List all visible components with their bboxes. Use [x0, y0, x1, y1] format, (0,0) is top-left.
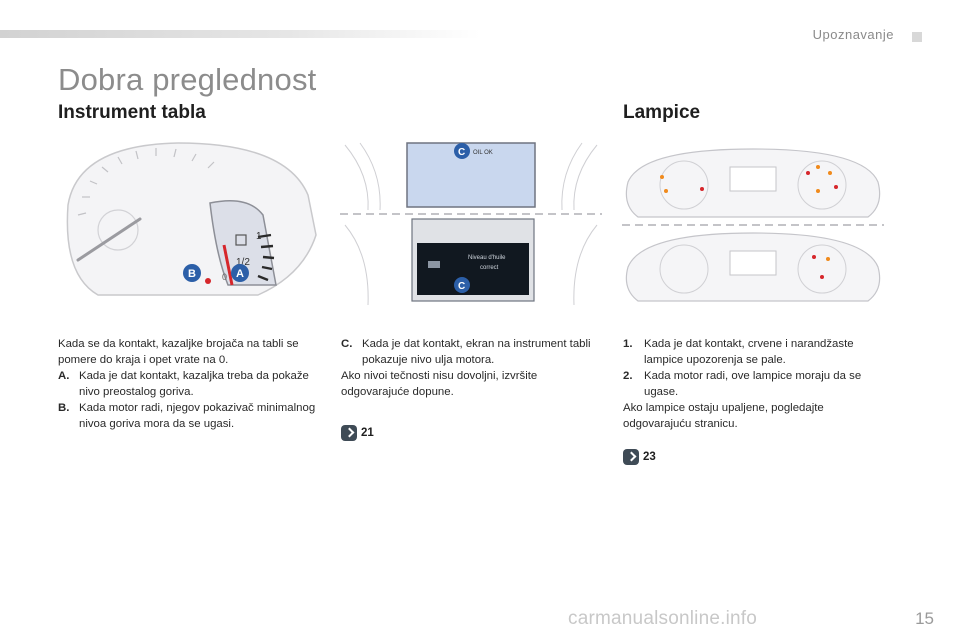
- instrument-panel-intro: Kada se da kontakt, kazaljke brojača na …: [58, 338, 299, 366]
- oil-level-text: C. Kada je dat kontakt, ekran na instrum…: [341, 336, 603, 400]
- list-item: A. Kada je dat kontakt, kazaljka treba d…: [58, 370, 309, 398]
- callout-a: A: [236, 268, 244, 280]
- callout-b: B: [188, 268, 196, 280]
- fuel-pump-icon: [235, 234, 247, 246]
- oil-level-screens-illustration: C OIL OK Niveau d'huile correct C: [340, 142, 602, 306]
- page-ref-link-23[interactable]: 23: [623, 449, 656, 465]
- list-item: 2. Kada motor radi, ove lampice moraju d…: [623, 370, 862, 398]
- list-item: 1. Kada je dat kontakt, crvene i narandž…: [623, 338, 854, 366]
- section-tab[interactable]: Upoznavanje: [812, 27, 894, 42]
- gauge-mark-half: 1/2: [236, 257, 250, 268]
- page-title: Dobra preglednost: [58, 62, 317, 97]
- screen-top-text: OIL OK: [473, 150, 493, 156]
- list-item: C. Kada je dat kontakt, ekran na instrum…: [341, 338, 591, 366]
- page-number: 15: [915, 609, 934, 628]
- heading-instrument-panel: Instrument tabla: [58, 102, 206, 123]
- heading-warning-lamps: Lampice: [623, 102, 701, 123]
- page-ref-number: 21: [361, 427, 374, 439]
- warning-lamps-text: 1. Kada je dat kontakt, crvene i narandž…: [623, 336, 893, 432]
- gauge-mark-one: 1: [256, 231, 262, 242]
- gauge-mark-zero: 0: [222, 272, 227, 282]
- page-ref-link-21[interactable]: 21: [341, 425, 374, 441]
- page-ref-number: 23: [643, 451, 656, 463]
- fuel-gauge-illustration: 1 1/2 0 B A: [66, 142, 317, 296]
- oil-can-icon: [428, 261, 440, 268]
- oil-level-note: Ako nivoi tečnosti nisu dovoljni, izvrši…: [341, 370, 538, 398]
- screen-bottom-text-line1: Niveau d'huile: [468, 255, 506, 261]
- watermark: carmanualsonline.info: [568, 608, 758, 629]
- section-marker: [912, 32, 922, 42]
- arrow-right-icon: [623, 449, 639, 465]
- screen-bottom-text-line2: correct: [480, 265, 499, 271]
- warning-lamps-note: Ako lampice ostaju upaljene, pogledajte …: [623, 402, 824, 430]
- instrument-panel-text: Kada se da kontakt, kazaljke brojača na …: [58, 336, 328, 432]
- list-item: B. Kada motor radi, njegov pokazivač min…: [58, 402, 316, 430]
- arrow-right-icon: [341, 425, 357, 441]
- callout-c-top: C: [458, 147, 465, 158]
- header-gradient-bar: [0, 30, 480, 38]
- callout-c-bottom: C: [458, 281, 465, 292]
- warning-lamps-illustration: [622, 148, 884, 302]
